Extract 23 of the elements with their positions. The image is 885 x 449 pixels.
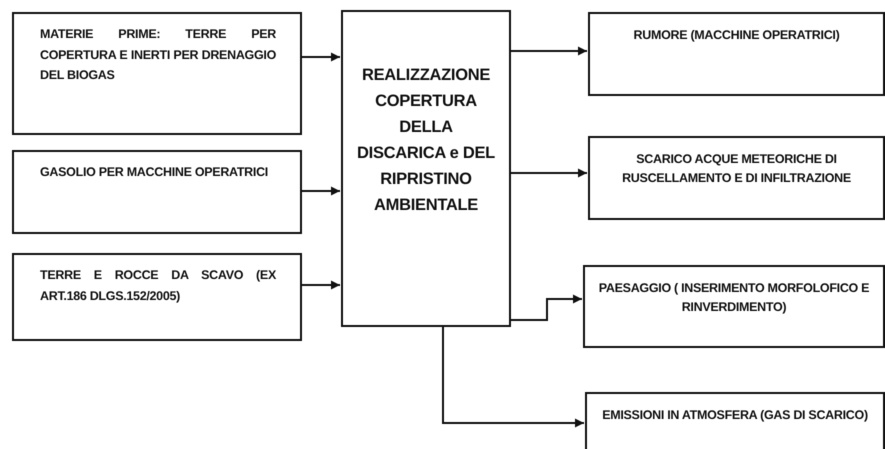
flow-box bbox=[585, 392, 885, 449]
box-text: MATERIE PRIME: TERRE PER COPERTURA E INERTI PER DRENAGGIO DEL BIOGAS bbox=[40, 26, 276, 84]
flow-box bbox=[12, 253, 302, 341]
arrow bbox=[302, 280, 340, 290]
process-box bbox=[341, 10, 511, 327]
flow-box bbox=[588, 12, 885, 96]
box-text: RUMORE (MACCHINE OPERATRICI) bbox=[634, 27, 840, 44]
box-text: TERRE E ROCCE DA SCAVO (EX ART.186 DLGS.152/2005) bbox=[40, 267, 276, 305]
box-text: GASOLIO PER MACCHINE OPERATRICI bbox=[40, 164, 269, 181]
arrow bbox=[511, 294, 582, 321]
arrow bbox=[302, 186, 340, 196]
box-text: EMISSIONI IN ATMOSFERA (GAS DI SCARICO) bbox=[602, 407, 868, 424]
arrow bbox=[302, 52, 340, 62]
box-text: SCARICO ACQUE METEORICHE DI RUSCELLAMENTO E DI INFILTRAZIONE bbox=[621, 151, 852, 188]
flow-box bbox=[583, 265, 885, 348]
flow-box bbox=[12, 12, 302, 135]
flow-box bbox=[588, 136, 885, 220]
arrow bbox=[442, 327, 584, 428]
flow-box bbox=[12, 150, 302, 234]
arrow bbox=[511, 168, 587, 178]
arrow bbox=[511, 46, 587, 56]
box-text: PAESAGGIO ( INSERIMENTO MORFOLOFICO E RINVERDIMENTO) bbox=[598, 280, 870, 316]
box-text: REALIZZAZIONE COPERTURA DELLA DISCARICA e DEL RIPRISTINO AMBIENTALE bbox=[356, 65, 496, 216]
